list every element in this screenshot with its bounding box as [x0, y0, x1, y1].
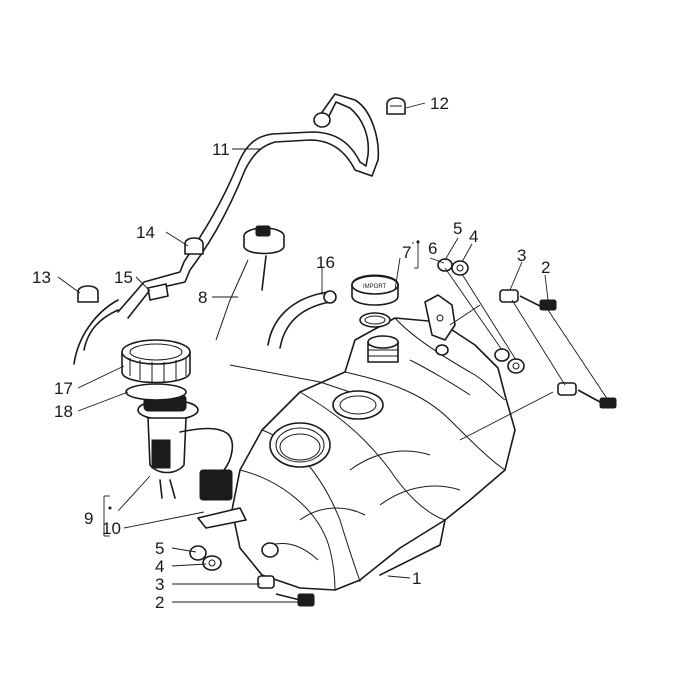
pump-ring-nut	[121, 339, 191, 384]
fuel-tank	[197, 294, 516, 591]
callout-3-left: 3	[155, 575, 164, 594]
hose-clamp-14	[184, 237, 204, 255]
callout-15: 15	[114, 268, 133, 287]
callout-13: 13	[32, 268, 51, 287]
overflow-hose	[267, 290, 337, 349]
fastener-set-left	[189, 545, 315, 607]
callout-16: 16	[316, 253, 335, 272]
filler-cap: IMPORT	[351, 274, 399, 306]
svg-text:IMPORT: IMPORT	[363, 284, 387, 290]
bracket-dot-7	[416, 240, 420, 244]
hose-clamp-11	[313, 112, 331, 128]
feed-hose	[215, 259, 351, 393]
callout-4-left: 4	[155, 557, 164, 576]
callout-4-right: 4	[469, 227, 478, 246]
callout-17: 17	[54, 379, 73, 398]
callout-3-right: 3	[517, 246, 526, 265]
callout-5-right: 5	[453, 219, 462, 238]
callout-2-right: 2	[541, 258, 550, 277]
callout-12: 12	[430, 94, 449, 113]
hose-clamp-12	[386, 97, 406, 115]
hose-fitting-15	[147, 283, 169, 301]
callout-11: 11	[212, 140, 230, 159]
callout-labels: 1 2 2 3 3 4 4 5 5 6 7 8 9 10 11 12 13 14…	[32, 94, 550, 612]
callout-8: 8	[198, 288, 207, 307]
breather-hose	[73, 299, 119, 365]
callout-14: 14	[136, 223, 155, 242]
callout-2-left: 2	[155, 593, 164, 612]
filler-neck	[367, 335, 399, 363]
callout-18: 18	[54, 402, 73, 421]
hose-clamp-13	[77, 285, 99, 303]
callout-5-left: 5	[155, 539, 164, 558]
callout-10: 10	[102, 519, 121, 538]
cap-gasket	[359, 312, 391, 328]
fuel-level-sender	[243, 225, 285, 291]
fastener-set-right	[437, 258, 617, 409]
callout-1: 1	[412, 569, 421, 588]
pump-seal	[125, 383, 187, 401]
bracket-dot-9	[108, 506, 112, 510]
callout-7: 7	[402, 243, 411, 262]
fuel-pump	[137, 394, 234, 501]
vent-hose	[117, 93, 380, 319]
leader-lines	[57, 102, 609, 603]
callout-9: 9	[84, 509, 93, 528]
callout-6: 6	[428, 239, 437, 258]
